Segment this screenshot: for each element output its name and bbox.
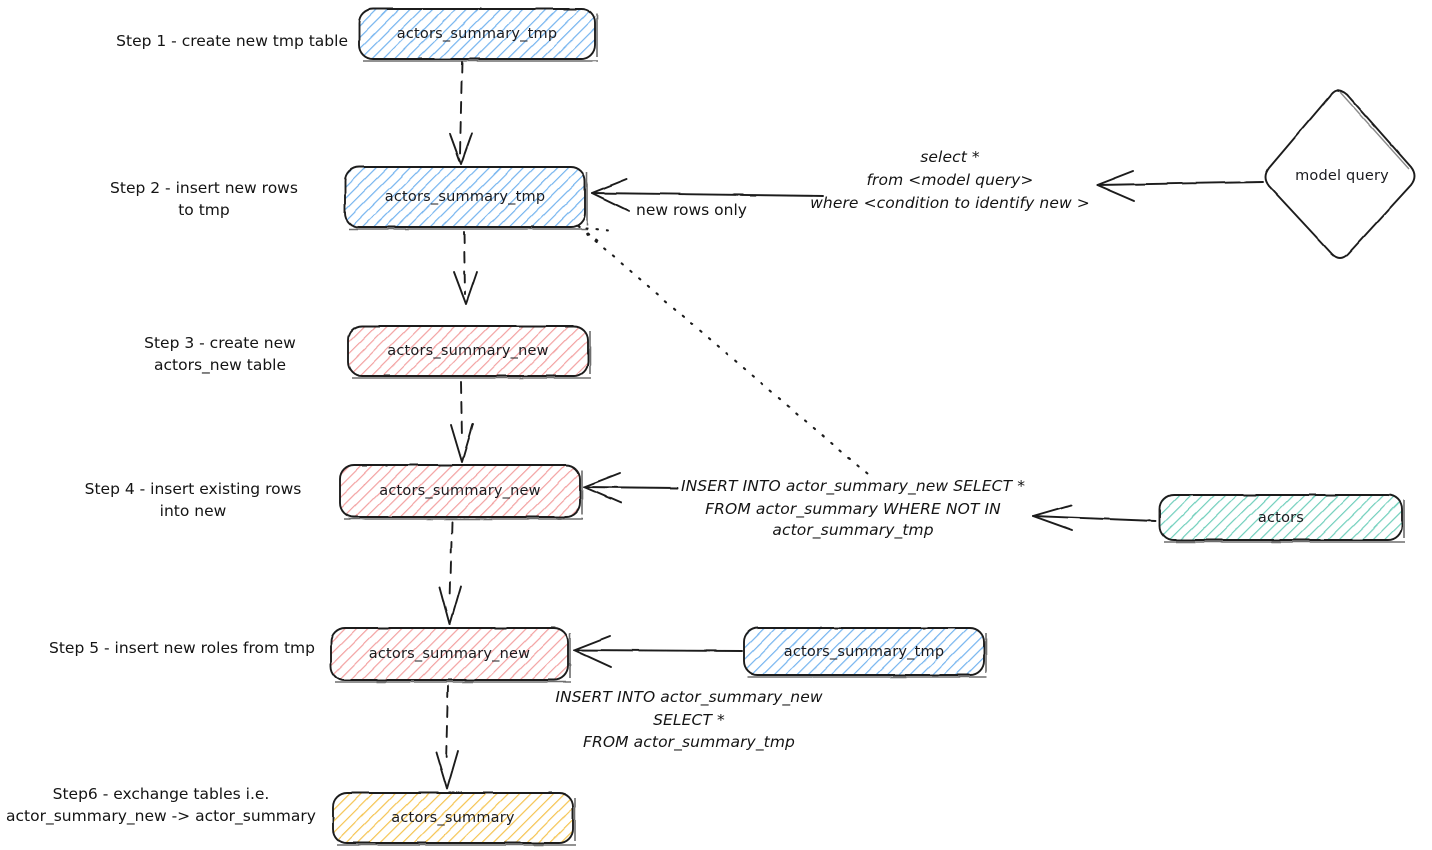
edge-label-model-query-sql-line1: select * xyxy=(920,148,980,166)
connector-sql-to-step4 xyxy=(583,472,679,504)
node-actors[interactable]: actors xyxy=(1160,495,1402,540)
connector-step2-to-step3 xyxy=(453,231,478,305)
node-label: actors_summary_tmp xyxy=(783,643,945,660)
node-shape-tmp-step5 xyxy=(743,627,987,678)
caption-step4-line1: Step 4 - insert existing rows xyxy=(84,480,302,498)
node-shape-tmp-step1 xyxy=(358,8,598,62)
connector-model-query-to-sql xyxy=(1096,170,1264,202)
caption-step1: Step 1 - create new tmp table xyxy=(116,32,348,50)
node-new-step4[interactable]: actors_summary_new xyxy=(340,465,580,517)
node-label: actors_summary_tmp xyxy=(396,26,558,42)
node-summary[interactable]: actors_summary xyxy=(333,793,573,843)
caption-step2-line1: Step 2 - insert new rows xyxy=(110,179,298,197)
node-shape-new-step4 xyxy=(339,464,583,520)
connector-step1-to-step2 xyxy=(449,61,473,165)
node-label: actors_summary_new xyxy=(368,646,531,662)
node-label: model query xyxy=(1295,168,1389,184)
connector-step4-to-step5 xyxy=(439,521,462,625)
caption-step6-line1: Step6 - exchange tables i.e. xyxy=(52,785,270,803)
connector-step3-to-step4 xyxy=(450,381,474,463)
node-label: actors_summary_new xyxy=(387,343,549,359)
node-tmp-step1[interactable]: actors_summary_tmp xyxy=(359,9,595,59)
caption-step6-line2: actor_summary_new -> actor_summary xyxy=(6,807,316,825)
node-new-step3[interactable]: actors_summary_new xyxy=(348,326,588,376)
edge-label-model-query-sql-line2: from <model query> xyxy=(866,171,1034,189)
node-tmp-step2[interactable]: actors_summary_tmp xyxy=(345,167,585,227)
node-new-step5[interactable]: actors_summary_new xyxy=(331,628,568,680)
node-shape-tmp-step2 xyxy=(344,166,588,230)
edge-label-insert-existing-line2: FROM actor_summary WHERE NOT IN xyxy=(705,500,1001,518)
edge-label-insert-new-line1: INSERT INTO actor_summary_new xyxy=(555,688,823,706)
node-tmp-step5[interactable]: actors_summary_tmp xyxy=(744,628,984,675)
caption-step4-line2: into new xyxy=(159,502,227,520)
node-shape-new-step3 xyxy=(347,325,591,379)
caption-step5: Step 5 - insert new roles from tmp xyxy=(49,639,315,657)
caption-step2-line2: to tmp xyxy=(178,201,230,219)
node-model-query[interactable]: model query xyxy=(1268,148,1416,204)
edge-label-insert-new-line2: SELECT * xyxy=(653,711,725,729)
connector-actors-to-sql xyxy=(1032,504,1157,531)
edge-label-insert-existing-line1: INSERT INTO actor_summary_new SELECT * xyxy=(680,477,1026,495)
connector-step2-dotted-to-step4-sql xyxy=(576,224,873,479)
edge-label-new-rows-only: new rows only xyxy=(636,201,747,219)
node-shape-new-step5 xyxy=(330,627,571,683)
node-label: actors xyxy=(1257,509,1305,526)
node-label: actors_summary_new xyxy=(379,483,541,499)
node-shape-model-query xyxy=(1264,89,1416,259)
edge-label-insert-new-line3: FROM actor_summary_tmp xyxy=(583,733,795,751)
node-label: actors_summary xyxy=(391,810,515,826)
caption-step3-line1: Step 3 - create new xyxy=(144,334,296,352)
connector-step5-to-step6 xyxy=(435,685,459,790)
node-shape-summary xyxy=(332,792,576,846)
edge-label-model-query-sql-line3: where <condition to identify new > xyxy=(810,194,1090,212)
connector-new-rows-only xyxy=(591,178,824,212)
caption-step3-line2: actors_new table xyxy=(154,356,286,374)
node-label: actors_summary_tmp xyxy=(384,189,546,205)
connector-tmp-to-step5 xyxy=(573,635,743,668)
node-shape-actors xyxy=(1159,494,1405,543)
edge-label-insert-existing-line3: actor_summary_tmp xyxy=(772,521,934,539)
